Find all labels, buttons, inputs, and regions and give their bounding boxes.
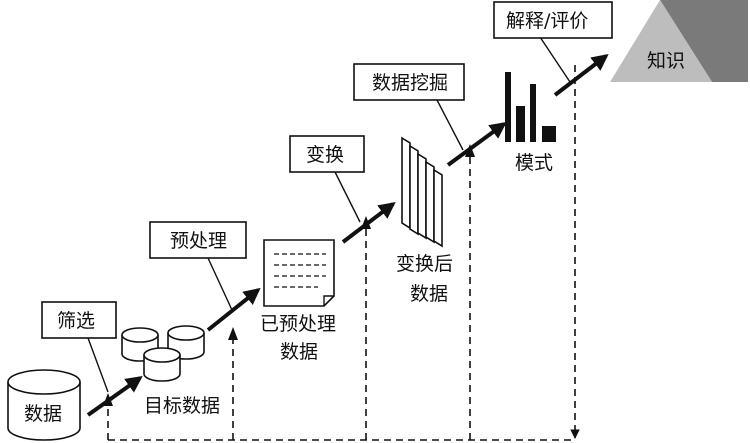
leader-transform <box>334 171 361 223</box>
pattern-bar-2 <box>516 106 525 142</box>
pattern-bar-3 <box>530 84 536 142</box>
knowledge-light-face <box>610 0 712 82</box>
label-pattern: 模式 <box>515 152 553 174</box>
leader-preprocess <box>207 257 233 311</box>
label-data: 数据 <box>24 403 62 425</box>
label-select: 筛选 <box>57 310 95 332</box>
transform-box <box>289 135 365 173</box>
feedback-arrowhead-preprocess <box>228 327 238 340</box>
label-preprocessed-line1: 已预处理 <box>260 313 336 335</box>
arrow-target-to-preprocessed <box>206 287 261 332</box>
knowledge-shape <box>610 0 748 82</box>
leader-interpret <box>539 36 571 83</box>
pattern-bar-1 <box>505 72 511 142</box>
leader-mining <box>436 99 464 151</box>
label-interpret: 解释/评价 <box>506 10 588 32</box>
process-arrows <box>86 53 609 417</box>
select-box <box>41 301 117 339</box>
label-mining: 数据挖掘 <box>372 72 448 94</box>
label-preprocess: 预处理 <box>170 230 227 252</box>
raw-data-cylinder <box>7 369 81 441</box>
mining-box <box>353 63 465 101</box>
preprocessed-document <box>263 239 335 307</box>
interpret-box <box>493 1 613 39</box>
label-preprocessed-line2: 数据 <box>280 341 318 363</box>
target-cylinder-front <box>143 347 181 382</box>
arrow-pattern-to-knowledge <box>553 53 609 97</box>
arrow-transformed-to-pattern <box>446 122 507 167</box>
label-knowledge: 知识 <box>647 50 685 72</box>
arrow-data-to-target <box>86 376 143 417</box>
pattern-bar-4 <box>542 126 556 142</box>
label-transform: 变换 <box>306 144 344 166</box>
label-transformed-line2: 数据 <box>410 283 448 305</box>
leader-select <box>87 337 109 393</box>
pattern-bars <box>505 72 556 142</box>
preprocess-box <box>149 221 247 259</box>
target-data-cylinders <box>121 325 205 382</box>
transformed-data-cards <box>401 136 443 248</box>
callout-lines <box>87 36 571 393</box>
arrow-preprocessed-to-transformed <box>341 201 396 244</box>
label-transformed-line1: 变换后 <box>396 253 453 275</box>
label-target-data: 目标数据 <box>144 395 220 417</box>
knowledge-dark-face <box>660 0 748 82</box>
